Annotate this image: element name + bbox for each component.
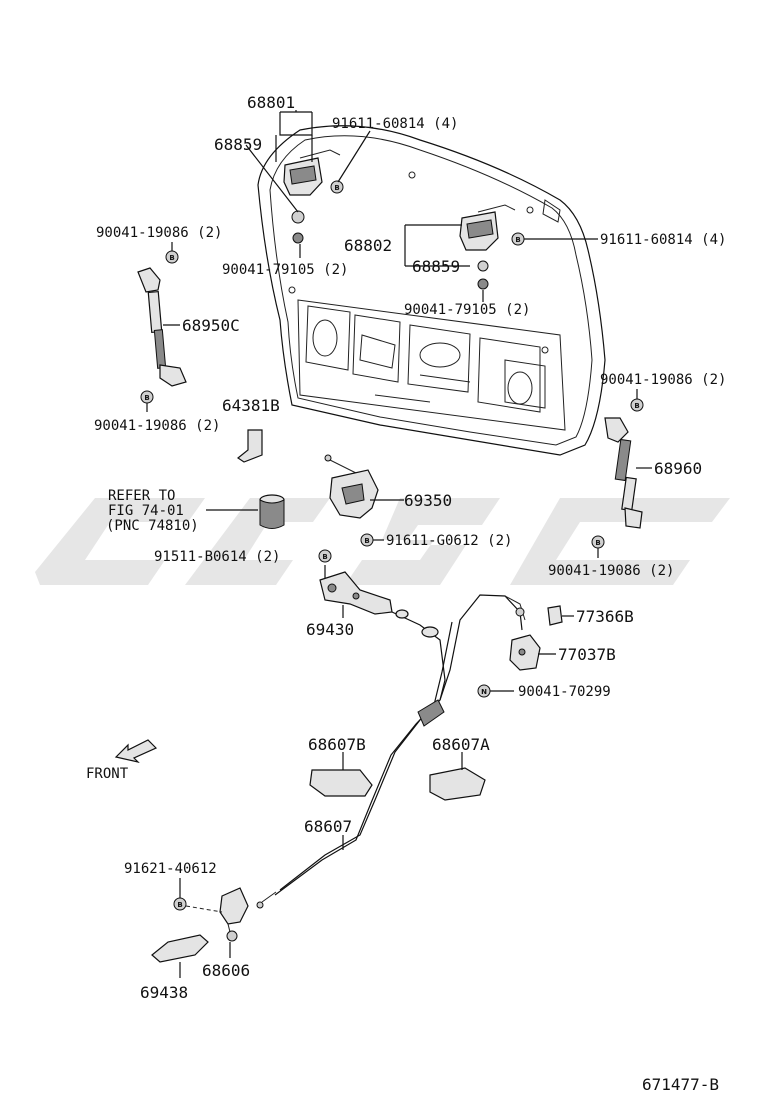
svg-text:B: B: [515, 236, 520, 244]
damper-stay-68960: [604, 417, 643, 529]
hinge-nut-68859-a: [291, 210, 305, 244]
label-68606: 68606: [202, 961, 250, 980]
bolt-marker-91611-60814-b: B: [511, 232, 525, 246]
hinge-68801: [283, 149, 341, 196]
label-77366b: 77366B: [576, 607, 634, 626]
label-69430: 69430: [306, 620, 354, 639]
svg-text:B: B: [169, 254, 174, 262]
label-90041-19086-c: 90041-19086 (2): [600, 372, 726, 388]
clip-77366b: [547, 605, 563, 626]
label-91511-b0614: 91511-B0614 (2): [154, 549, 280, 565]
label-69350: 69350: [404, 491, 452, 510]
label-68607: 68607: [304, 817, 352, 836]
opener-lever-68606: [219, 887, 249, 942]
front-direction-arrow: [114, 739, 158, 764]
svg-text:B: B: [144, 394, 149, 402]
cover-69438: [151, 934, 209, 963]
label-68607b: 68607B: [308, 735, 366, 754]
svg-text:B: B: [595, 539, 600, 547]
figure-number: 671477-B: [642, 1075, 719, 1094]
label-68950c: 68950C: [182, 316, 240, 335]
label-68607a: 68607A: [432, 735, 490, 754]
label-68960: 68960: [654, 459, 702, 478]
nut-marker-90041-70299: N: [477, 684, 491, 698]
refer-line-3: (PNC 74810): [106, 518, 199, 534]
label-90041-79105-b: 90041-79105 (2): [404, 302, 530, 318]
leader-lines: [146, 110, 652, 978]
label-90041-19086-d: 90041-19086 (2): [548, 563, 674, 579]
bolt-marker-90041-19086-a: B: [165, 250, 179, 264]
damper-stay-68950c: [137, 267, 187, 387]
refer-line-1: REFER TO: [108, 488, 175, 504]
bolt-marker-90041-19086-c: B: [630, 398, 644, 412]
release-cable-68607: [256, 594, 526, 909]
label-68859-b: 68859: [412, 257, 460, 276]
label-90041-79105-a: 90041-79105 (2): [222, 262, 348, 278]
lock-cylinder: [259, 494, 285, 529]
bolt-marker-91611-g0612: B: [360, 533, 374, 547]
label-91611-60814-b: 91611-60814 (4): [600, 232, 726, 248]
label-91611-60814-a: 91611-60814 (4): [332, 116, 458, 132]
svg-text:B: B: [334, 184, 339, 192]
label-90041-19086-b: 90041-19086 (2): [94, 418, 220, 434]
bolt-marker-91621-40612: B: [173, 897, 187, 911]
svg-text:B: B: [322, 553, 327, 561]
pad-68607a: [429, 767, 486, 801]
svg-text:B: B: [634, 402, 639, 410]
bolt-marker-90041-19086-d: B: [591, 535, 605, 549]
part-labels: 68801 68859 91611-60814 (4) 90041-19086 …: [86, 93, 726, 1094]
svg-text:N: N: [481, 688, 487, 696]
pad-68607b: [309, 769, 373, 797]
svg-text:B: B: [177, 901, 182, 909]
label-64381b: 64381B: [222, 396, 280, 415]
label-91621-40612: 91621-40612: [124, 861, 217, 877]
back-door-panel: [257, 125, 606, 456]
hinge-nut-68859-b: [477, 260, 489, 290]
bolt-marker-90041-19086-b: B: [140, 390, 154, 404]
bracket-64381b: [236, 429, 263, 463]
lock-assembly-69350: [324, 454, 379, 519]
bolt-marker-91511-b0614: B: [318, 549, 332, 563]
label-68859-a: 68859: [214, 135, 262, 154]
label-77037b: 77037B: [558, 645, 616, 664]
label-90041-19086-a: 90041-19086 (2): [96, 225, 222, 241]
label-90041-70299: 90041-70299: [518, 684, 611, 700]
label-91611-g0612: 91611-G0612 (2): [386, 533, 512, 549]
label-69438: 69438: [140, 983, 188, 1002]
watermark-logo: [35, 498, 730, 585]
label-front: FRONT: [86, 766, 129, 782]
svg-text:B: B: [364, 537, 369, 545]
label-68802: 68802: [344, 236, 392, 255]
bracket-77037b: [509, 634, 541, 671]
bolt-marker-91611-60814-a: B: [330, 180, 344, 194]
label-68801: 68801: [247, 93, 295, 112]
hinge-68802: [459, 204, 516, 251]
refer-line-2: FIG 74-01: [108, 503, 184, 519]
